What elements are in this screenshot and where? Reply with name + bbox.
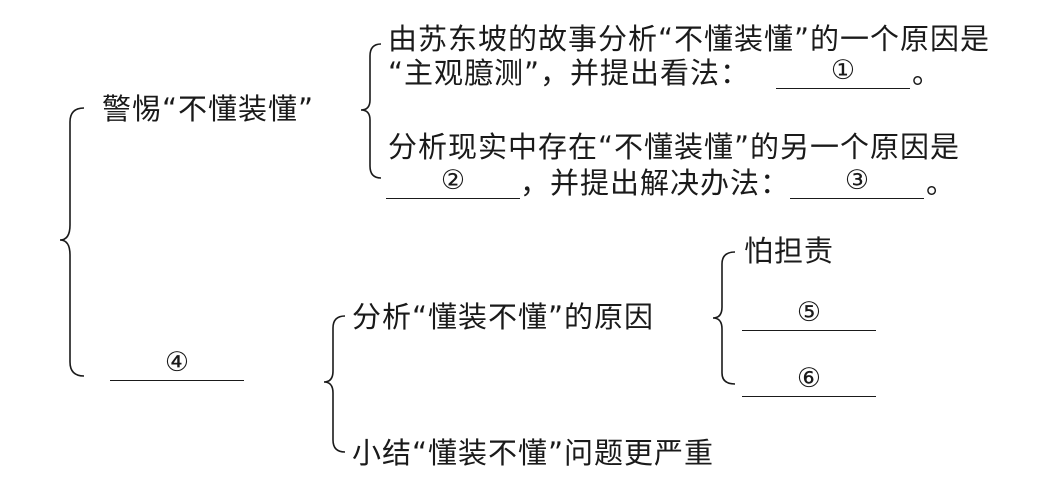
analysis-label: 分析“懂装不懂”的原因 xyxy=(352,300,655,334)
lower-brace xyxy=(323,315,346,453)
answer-blank-2[interactable]: ② xyxy=(386,164,520,199)
branch-a-line1: 由苏东坡的故事分析“不懂装懂”的一个原因是 xyxy=(388,22,991,56)
outer-brace xyxy=(59,107,85,377)
branch-a-line3: 分析现实中存在“不懂装懂”的另一个原因是 xyxy=(388,130,961,164)
summary-label: 小结“懂装不懂”问题更严重 xyxy=(352,436,715,470)
answer-blank-4[interactable]: ④ xyxy=(110,346,244,381)
branch-a-line4-suffix: 。 xyxy=(926,166,957,200)
answer-blank-5[interactable]: ⑤ xyxy=(742,296,876,331)
branch-a-line4-mid: ，并提出解决办法： xyxy=(520,166,791,200)
upper-brace xyxy=(360,43,382,179)
branch-a-line2-suffix: 。 xyxy=(912,56,943,90)
root-label: 警惕“不懂装懂” xyxy=(102,92,315,126)
reason-item-1: 怕担责 xyxy=(744,234,835,268)
branch-a-line2-prefix: “主观臆测”，并提出看法： xyxy=(388,56,751,90)
answer-blank-3[interactable]: ③ xyxy=(790,164,924,199)
answer-blank-6[interactable]: ⑥ xyxy=(742,362,876,397)
answer-blank-1[interactable]: ① xyxy=(776,54,910,89)
reasons-brace xyxy=(712,251,736,385)
